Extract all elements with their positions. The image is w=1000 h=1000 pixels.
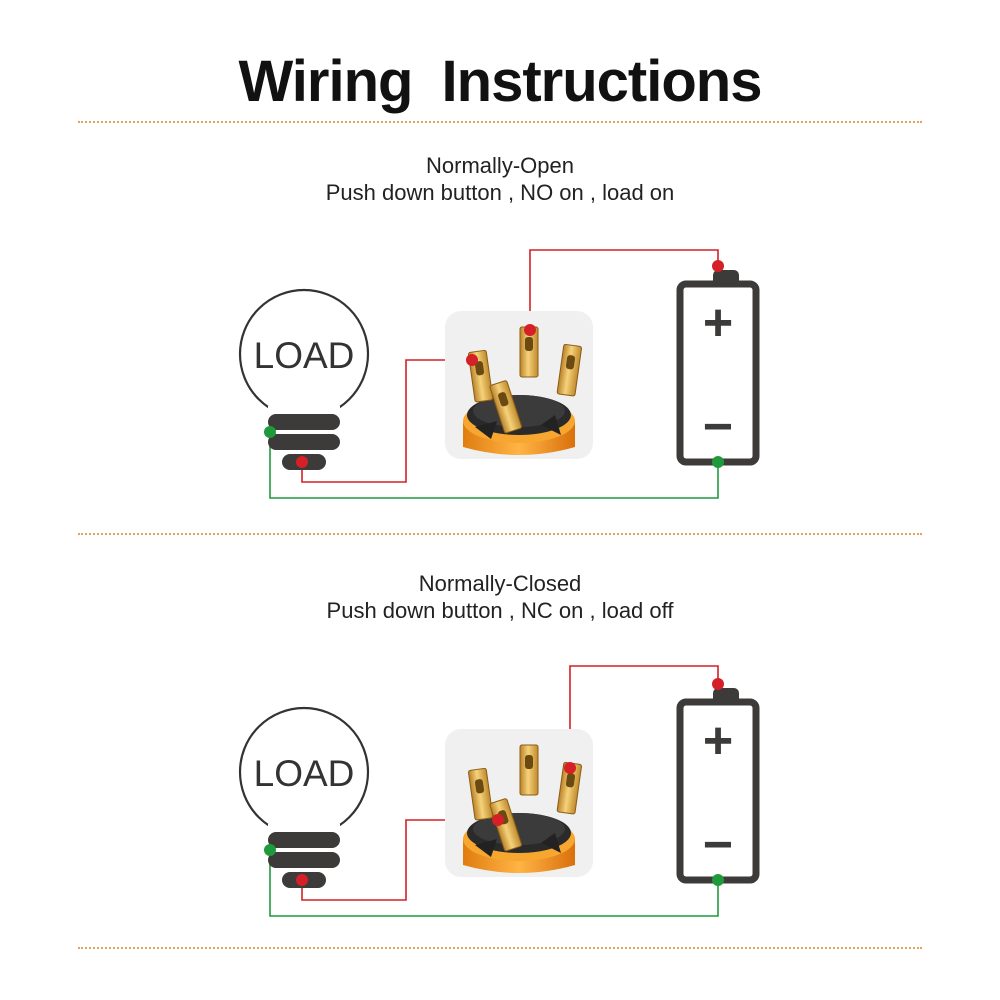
node-switch-terminal-center-nc xyxy=(492,814,504,826)
load-bulb-nc: LOAD xyxy=(238,706,370,890)
battery-minus-nc: − xyxy=(703,816,733,874)
load-bulb-no: LOAD xyxy=(238,288,370,472)
battery-plus-no: + xyxy=(703,294,733,352)
wire-negative-nc xyxy=(269,850,719,917)
wire-positive-nc xyxy=(301,665,719,901)
heading-normally-closed: Normally-Closed xyxy=(418,571,582,596)
description-normally-closed: Push down button , NC on , load off xyxy=(326,598,674,623)
node-battery-minus-no xyxy=(712,456,724,468)
heading-normally-open: Normally-Open xyxy=(426,153,574,178)
description-normally-open: Push down button , NO on , load on xyxy=(325,180,675,205)
caption-normally-open: Normally-Open Push down button , NO on ,… xyxy=(0,152,1000,206)
battery-minus-no: − xyxy=(703,398,733,456)
divider-bottom xyxy=(78,947,922,949)
node-load-bottom-no xyxy=(296,456,308,468)
wire-negative-no xyxy=(269,432,719,499)
diagram-normally-closed: LOAD + − xyxy=(238,665,756,917)
switch-photo-nc xyxy=(445,729,593,877)
load-label-no: LOAD xyxy=(254,335,355,376)
divider-top xyxy=(78,121,922,123)
switch-photo-no xyxy=(445,311,593,459)
caption-normally-closed: Normally-Closed Push down button , NC on… xyxy=(0,570,1000,624)
battery-nc: + − xyxy=(680,688,756,880)
node-load-side-no xyxy=(264,426,276,438)
node-battery-plus-no xyxy=(712,260,724,272)
wire-positive-no xyxy=(301,249,719,483)
node-battery-plus-nc xyxy=(712,678,724,690)
node-switch-terminal-left-no xyxy=(466,354,478,366)
load-label-nc: LOAD xyxy=(254,753,355,794)
battery-plus-nc: + xyxy=(703,712,733,770)
node-switch-terminal-top-no xyxy=(524,324,536,336)
page-title: Wiring Instructions xyxy=(238,49,763,114)
node-switch-terminal-right-nc xyxy=(564,762,576,774)
diagram-normally-open: LOAD + − xyxy=(238,249,756,499)
node-load-side-nc xyxy=(264,844,276,856)
node-load-bottom-nc xyxy=(296,874,308,886)
node-battery-minus-nc xyxy=(712,874,724,886)
divider-middle xyxy=(78,533,922,535)
battery-no: + − xyxy=(680,270,756,462)
